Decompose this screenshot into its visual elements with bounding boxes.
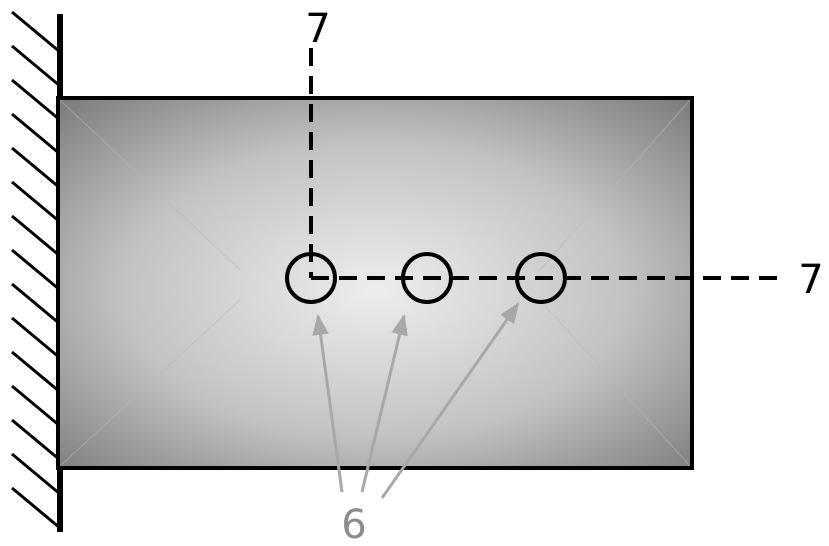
fixed-wall-support [11,10,63,532]
hole-3 [515,252,567,304]
axis-label-top: 7 [305,6,330,52]
pointer-arrows [312,302,520,499]
pointer-arrow-1 [312,313,344,493]
wall-hatching [11,10,61,530]
pointer-arrow-2 [360,313,408,493]
plate [56,96,694,470]
pointer-arrow-3 [380,302,520,499]
hole-1 [285,252,337,304]
hole-2 [401,252,453,304]
plate-bevel [59,99,691,467]
pointer-label: 6 [341,502,366,546]
axis-label-right: 7 [798,257,823,303]
